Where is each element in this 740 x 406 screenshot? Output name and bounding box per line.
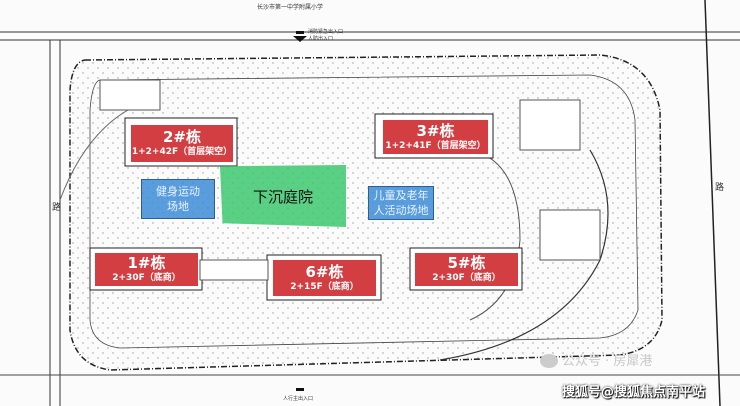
fitness-zone-label: 健身运动场地	[156, 185, 200, 213]
road-right-label: 路	[715, 183, 725, 193]
watermark-credit: 搜狐号@搜狐焦点南平站	[562, 385, 706, 400]
building-3: 3#栋 1+2+41F（首层架空）	[383, 120, 488, 154]
building-3-name: 3#栋	[416, 121, 455, 140]
building-6: 6#栋 2+15F（底商）	[273, 260, 376, 296]
building-6-name: 6#栋	[305, 262, 344, 281]
building-6-floors: 2+15F（底商）	[290, 281, 359, 292]
children-elderly-zone: 儿童及老年人活动场地	[368, 186, 434, 220]
sunken-courtyard: 下沉庭院	[220, 165, 346, 227]
building-5-name: 5#栋	[447, 254, 486, 272]
building-2-name: 2#栋	[162, 128, 201, 146]
road-left-label: 路	[52, 203, 62, 213]
building-3-floors: 1+2+41F（首层架空）	[385, 140, 486, 151]
main-entrance-label: 人行主出入口	[283, 396, 314, 402]
building-5-floors: 2+30F（底商）	[432, 273, 501, 283]
building-1-floors: 2+30F（底商）	[112, 273, 181, 283]
building-2-floors: 1+2+42F（首层架空）	[131, 147, 233, 157]
pedestrian-entrance-label: 人防出入口	[308, 36, 334, 42]
fitness-zone: 健身运动场地	[141, 179, 215, 219]
building-1-name: 1#栋	[127, 254, 166, 272]
wechat-icon	[540, 354, 558, 368]
school-label: 长沙市第一中学附属小学	[257, 4, 324, 11]
building-1: 1#栋 2+30F（底商）	[95, 253, 198, 286]
fire-entrance-label: 消防紧急出入口	[308, 29, 344, 35]
building-2: 2#栋 1+2+42F（首层架空）	[131, 125, 233, 162]
watermark-account: 公众号 · 房犀港	[562, 354, 653, 369]
sunken-courtyard-label: 下沉庭院	[252, 187, 313, 206]
building-5: 5#栋 2+30F（底商）	[415, 253, 518, 286]
children-zone-label: 儿童及老年人活动场地	[373, 189, 429, 217]
